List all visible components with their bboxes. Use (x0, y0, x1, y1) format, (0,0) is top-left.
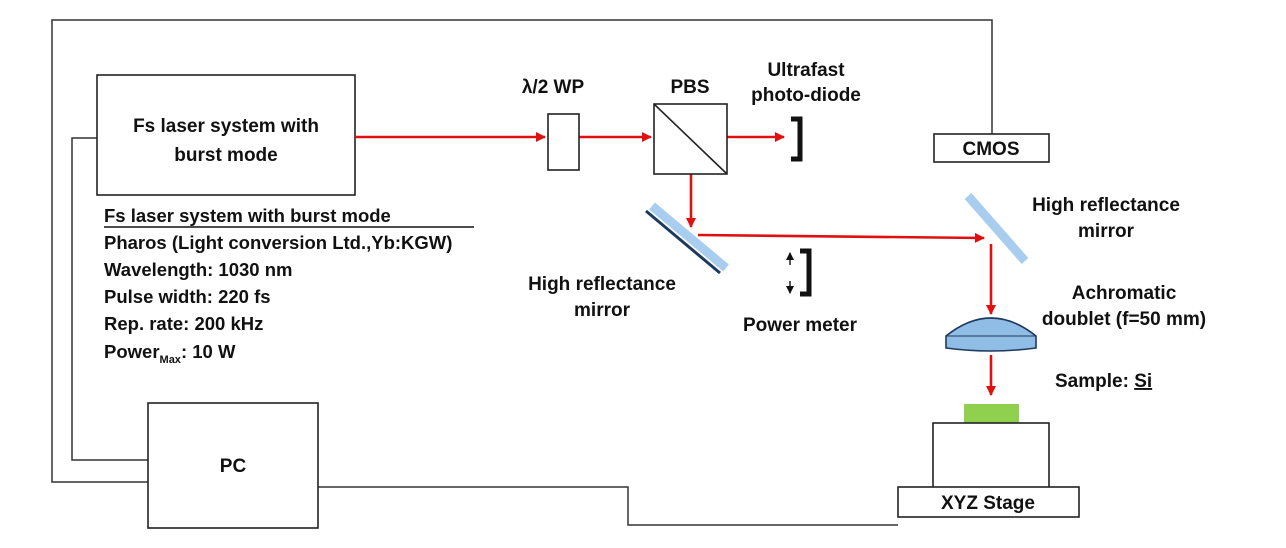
sample-label-material: Si (1134, 371, 1152, 392)
waveplate-label: λ/2 WP (522, 77, 585, 98)
sample-label-prefix: Sample: (1055, 371, 1134, 392)
cmos-label: CMOS (963, 139, 1020, 160)
specs-pulse-width: Pulse width: 220 fs (104, 286, 271, 307)
mirror2-label-line2: mirror (1078, 221, 1135, 242)
pbs-label: PBS (670, 77, 709, 98)
high-reflectance-mirror-2: High reflectance mirror (964, 193, 1180, 264)
achromatic-doublet-lens: Achromatic doublet (f=50 mm) (945, 283, 1206, 352)
specs-model: Pharos (Light conversion Ltd.,Yb:KGW) (104, 232, 452, 253)
sample-label: Sample: Si (1055, 371, 1152, 392)
mirror1-label-line1: High reflectance (528, 274, 676, 295)
specs-power-prefix: Power (104, 341, 160, 362)
high-reflectance-mirror-1: High reflectance mirror (528, 202, 729, 321)
xyz-stage: XYZ Stage (897, 422, 1080, 518)
mirror2-label-line1: High reflectance (1032, 195, 1180, 216)
specs-rep-rate: Rep. rate: 200 kHz (104, 313, 263, 334)
camera-cable (51, 19, 993, 483)
stage-control-cable (318, 486, 898, 526)
photodiode-label-line1: Ultrafast (767, 60, 845, 81)
laser-label-line1: Fs laser system with (133, 116, 319, 137)
lens-label-line1: Achromatic (1072, 283, 1177, 304)
polarizing-beam-splitter: PBS (653, 77, 728, 175)
power-meter: Power meter (743, 248, 858, 336)
mirror1-label-line2: mirror (574, 300, 631, 321)
specs-power: PowerMax: 10 W (104, 341, 236, 366)
ultrafast-photodiode: Ultrafast photo-diode (751, 60, 861, 162)
stage-label: XYZ Stage (941, 493, 1035, 514)
specs-heading: Fs laser system with burst mode (104, 205, 391, 226)
photodiode-label-line2: photo-diode (751, 85, 861, 106)
fs-laser-box: Fs laser system with burst mode (96, 74, 356, 196)
specs-power-subscript: Max (160, 354, 182, 366)
specs-wavelength: Wavelength: 1030 nm (104, 259, 292, 280)
sample-si: Sample: Si (964, 371, 1152, 423)
specs-power-value: : 10 W (181, 341, 236, 362)
pc-box: PC (147, 402, 319, 529)
power-meter-label: Power meter (743, 315, 858, 336)
half-wave-plate: λ/2 WP (522, 77, 585, 171)
cmos-camera: CMOS (933, 133, 1050, 163)
laser-control-cable (71, 137, 148, 461)
beam-mirror-to-mirror (697, 232, 985, 243)
laser-specifications: Fs laser system with burst mode Pharos (… (104, 205, 474, 366)
lens-label-line2: doublet (f=50 mm) (1042, 309, 1206, 330)
laser-label-line2: burst mode (174, 145, 277, 166)
pc-label: PC (220, 456, 247, 477)
